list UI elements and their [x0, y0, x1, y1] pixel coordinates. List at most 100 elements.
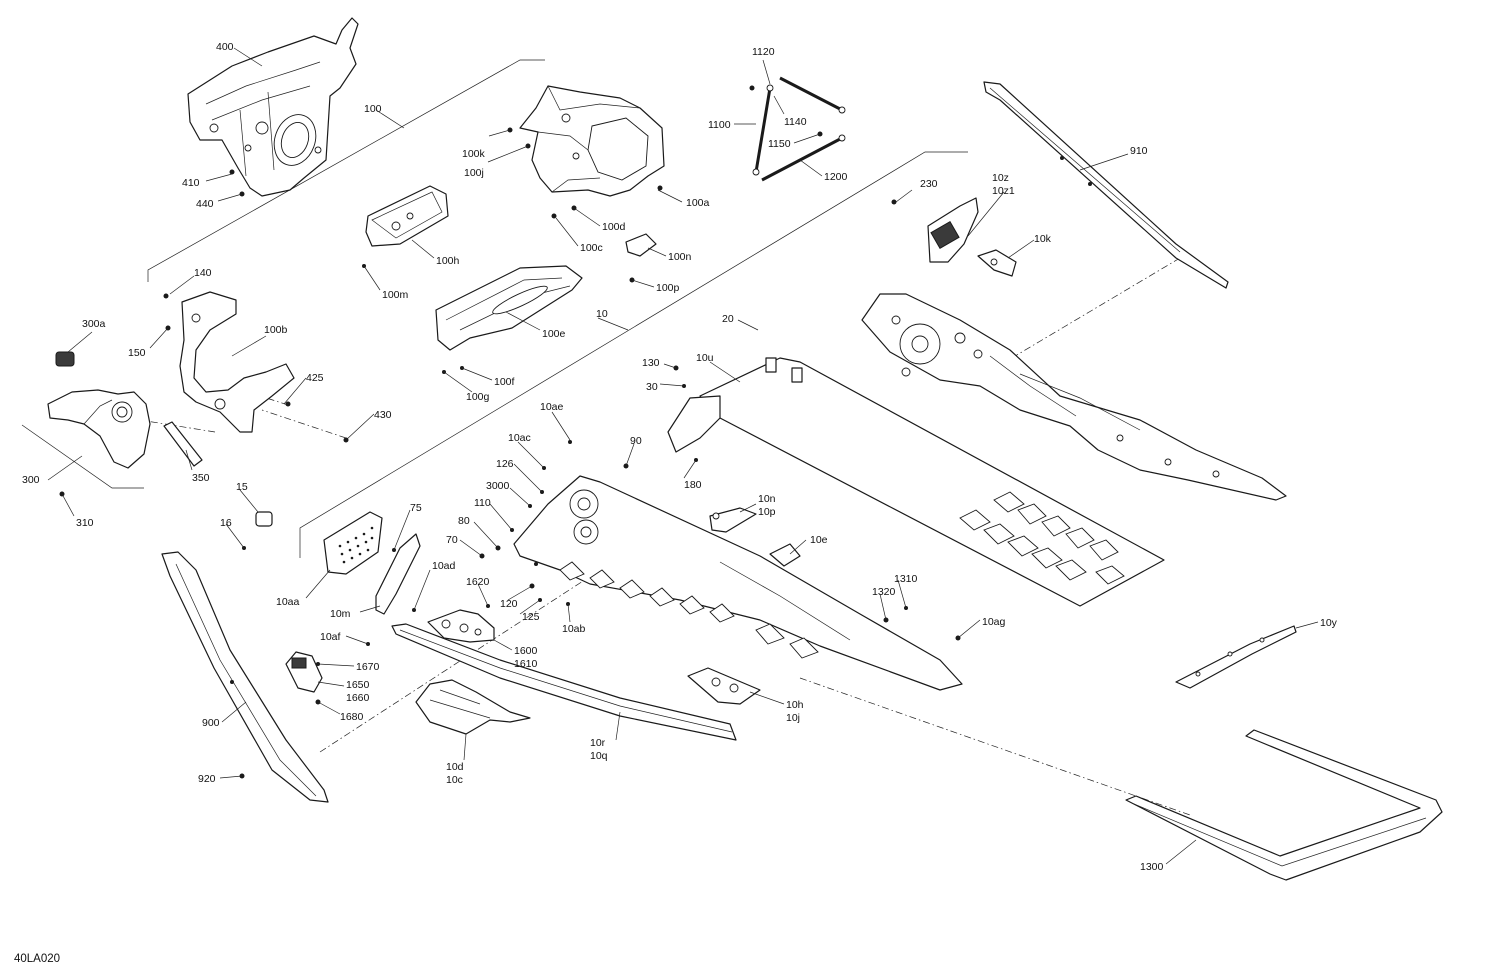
label-10m: 10m — [330, 608, 351, 620]
bracket-100e — [435, 265, 583, 374]
label-30: 30 — [646, 381, 658, 393]
label-10: 10 — [596, 308, 608, 320]
bracket-10h — [687, 667, 761, 705]
label-1310: 1310 — [894, 573, 918, 585]
mesh-dots — [338, 526, 374, 564]
label-10e: 10e — [810, 534, 828, 546]
bumper-15 — [242, 511, 273, 550]
label-20: 20 — [722, 313, 734, 325]
label-10y: 10y — [1320, 617, 1338, 629]
label-10ac: 10ac — [508, 432, 531, 444]
label-1300: 1300 — [1140, 861, 1164, 873]
label-300a: 300a — [82, 318, 106, 330]
label-230: 230 — [920, 178, 938, 190]
label-440: 440 — [196, 198, 214, 210]
upper-front-frame-400 — [187, 17, 359, 197]
label-1140: 1140 — [784, 116, 807, 128]
label-100c: 100c — [580, 242, 603, 254]
label-400: 400 — [216, 41, 234, 53]
label-100f: 100f — [494, 376, 515, 388]
label-10z: 10z — [992, 172, 1009, 184]
bulkhead-100 — [507, 85, 665, 219]
label-100g: 100g — [466, 391, 490, 403]
label-410: 410 — [182, 177, 200, 189]
label-1600: 1600 — [514, 645, 538, 657]
plate-100n — [625, 233, 657, 283]
label-100d: 100d — [602, 221, 626, 233]
label-910: 910 — [1130, 145, 1148, 157]
label-10ab: 10ab — [562, 623, 586, 635]
label-1680: 1680 — [340, 711, 364, 723]
label-300: 300 — [22, 474, 40, 486]
bracket-10z — [891, 197, 1017, 277]
label-180: 180 — [684, 479, 702, 491]
label-425: 425 — [306, 372, 324, 384]
label-1100: 1100 — [708, 119, 731, 131]
label-1320: 1320 — [872, 586, 896, 598]
left-suspension-assembly — [47, 291, 349, 497]
rear-bumper-1300 — [1125, 729, 1443, 881]
label-110: 110 — [474, 497, 491, 509]
label-100k: 100k — [462, 148, 486, 160]
label-100a: 100a — [686, 197, 710, 209]
tunnel-left-side-panel — [479, 440, 963, 691]
label-80: 80 — [458, 515, 470, 527]
tunnel-right-side-panel — [861, 293, 1287, 501]
label-90: 90 — [630, 435, 642, 447]
label-125: 125 — [522, 611, 540, 623]
label-10z1: 10z1 — [992, 185, 1015, 197]
label-100p: 100p — [656, 282, 680, 294]
label-100n: 100n — [668, 251, 692, 263]
label-10d: 10d — [446, 761, 464, 773]
label-1670: 1670 — [356, 661, 380, 673]
label-150: 150 — [128, 347, 146, 359]
rods-1100-1200 — [749, 76, 846, 182]
label-10q: 10q — [590, 750, 608, 762]
label-1200: 1200 — [824, 171, 848, 183]
label-10h: 10h — [786, 699, 804, 711]
label-100h: 100h — [436, 255, 460, 267]
label-350: 350 — [192, 472, 210, 484]
plate-1600 — [366, 604, 495, 646]
label-1610: 1610 — [514, 658, 538, 670]
label-15: 15 — [236, 481, 248, 493]
brackets-10n-10e — [709, 507, 801, 567]
rail-910 — [983, 81, 1229, 289]
label-1120: 1120 — [752, 46, 775, 58]
label-10k: 10k — [1034, 233, 1052, 245]
label-1620: 1620 — [466, 576, 490, 588]
callout-labels: 400 100 410 440 100k 100j 100a 100d 100c… — [14, 41, 1338, 965]
mesh-panel-10aa — [323, 511, 421, 615]
label-10j: 10j — [786, 712, 800, 724]
bracket-1670 — [285, 651, 323, 705]
label-130: 130 — [642, 357, 660, 369]
label-1150: 1150 — [768, 138, 791, 150]
label-100: 100 — [364, 103, 382, 115]
label-310: 310 — [76, 517, 94, 529]
leader-lines — [47, 47, 1319, 865]
label-3000: 3000 — [486, 480, 510, 492]
tunnel-cutouts — [959, 491, 1125, 585]
label-140: 140 — [194, 267, 212, 279]
bracket-10y — [1175, 625, 1297, 689]
label-10r: 10r — [590, 737, 606, 749]
label-10af: 10af — [320, 631, 341, 643]
label-10n: 10n — [758, 493, 776, 505]
label-900: 900 — [202, 717, 220, 729]
rail-900 — [161, 551, 329, 803]
skid-plate-10d — [415, 679, 531, 735]
label-920: 920 — [198, 773, 216, 785]
cover-plate-100h — [362, 185, 449, 268]
label-10ag: 10ag — [982, 616, 1006, 628]
label-16: 16 — [220, 517, 232, 529]
label-10ad: 10ad — [432, 560, 456, 572]
label-70: 70 — [446, 534, 458, 546]
label-10p: 10p — [758, 506, 776, 518]
label-100m: 100m — [382, 289, 409, 301]
label-10c: 10c — [446, 774, 463, 786]
label-100e: 100e — [542, 328, 566, 340]
label-75: 75 — [410, 502, 422, 514]
label-10aa: 10aa — [276, 596, 300, 608]
strip-10r — [391, 623, 737, 741]
